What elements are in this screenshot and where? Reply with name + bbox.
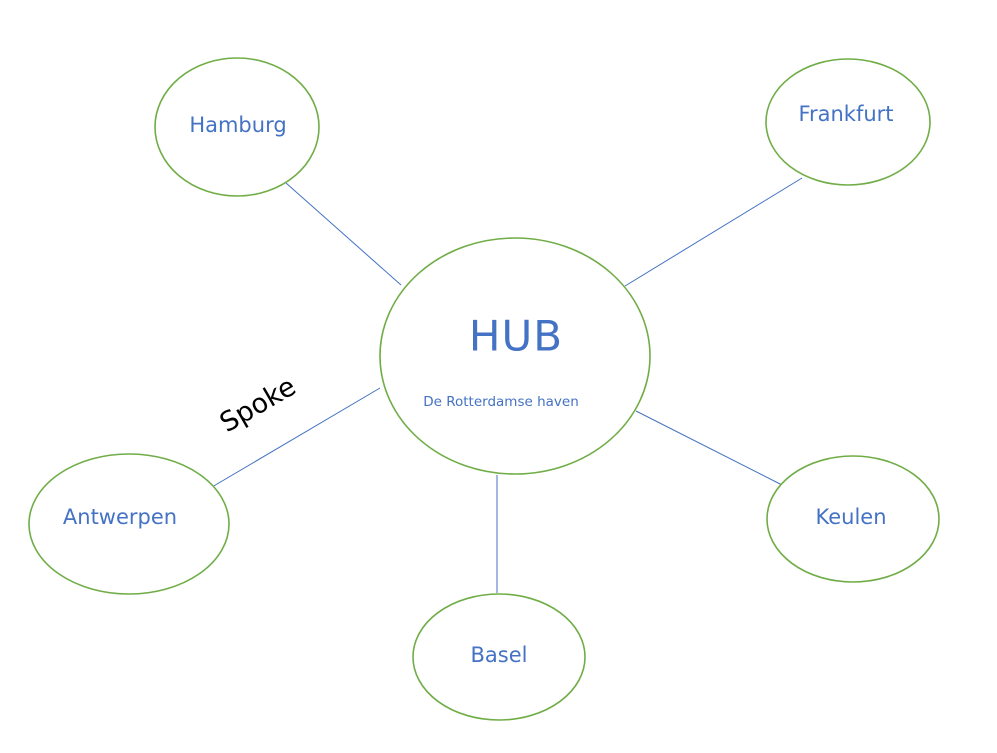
node-hub [379, 237, 651, 475]
edge-hub-frankfurt [624, 177, 803, 287]
node-keulen [766, 455, 940, 583]
node-label-antwerpen: Antwerpen [62, 505, 178, 529]
hub-title: HUB [468, 311, 564, 361]
node-frankfurt [765, 58, 931, 186]
node-antwerpen [28, 453, 230, 595]
node-basel [412, 593, 586, 721]
node-label-hamburg: Hamburg [189, 113, 287, 137]
node-label-frankfurt: Frankfurt [798, 102, 894, 126]
node-label-keulen: Keulen [815, 505, 887, 529]
node-label-basel: Basel [470, 643, 528, 667]
node-hamburg [154, 57, 320, 197]
edge-hub-keulen [635, 410, 783, 486]
edge-hub-antwerpen [211, 387, 381, 488]
edge-hub-hamburg [285, 182, 402, 286]
hub-subtitle: De Rotterdamse haven [423, 394, 579, 410]
